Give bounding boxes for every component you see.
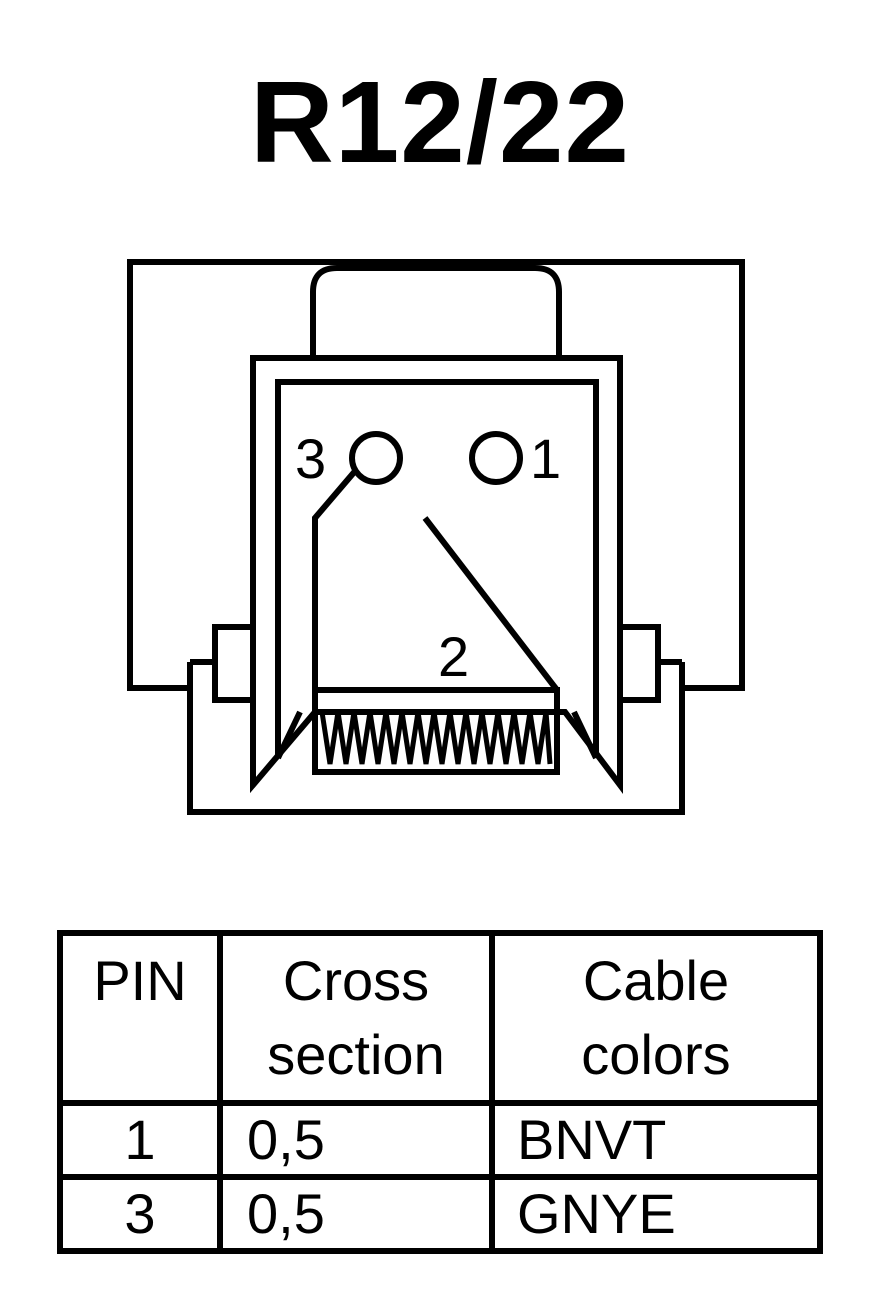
cell-pin: 1: [57, 1100, 223, 1180]
header-cross-section: Cross section: [217, 930, 495, 1106]
top-latch: [310, 265, 562, 358]
left-side-tab: [212, 624, 256, 703]
pin3-contact-icon: [349, 431, 403, 485]
cell-cable-color: BNVT: [489, 1100, 823, 1180]
pin1-contact-icon: [469, 431, 523, 485]
right-side-tab: [617, 624, 661, 703]
cell-cross-section: 0,5: [217, 1100, 495, 1180]
pin3-wire: [312, 468, 359, 690]
cell-cross-section: 0,5: [217, 1174, 495, 1254]
connector-diagram: 3 1 2: [127, 259, 745, 815]
header-pin: PIN: [57, 930, 223, 1106]
cell-cable-color: GNYE: [489, 1174, 823, 1254]
inner-frame-inner: [275, 379, 599, 758]
pin2-label: 2: [438, 625, 469, 688]
pin1-label: 1: [530, 427, 561, 490]
spring-coil-icon: [319, 711, 553, 765]
table-row: 3 0,5 GNYE: [57, 1174, 823, 1254]
base-frame: [187, 662, 685, 815]
table-header-row: PIN Cross section Cable colors: [57, 930, 823, 1106]
inner-frame-outer: [250, 355, 623, 794]
table-row: 1 0,5 BNVT: [57, 1100, 823, 1180]
diagram-title: R12/22: [249, 57, 631, 187]
header-cable-colors: Cable colors: [489, 930, 823, 1106]
pin-table: PIN Cross section Cable colors 1 0,5 BNV…: [57, 930, 823, 1254]
pin2-wire: [422, 516, 560, 692]
outer-housing: [127, 259, 745, 691]
cell-pin: 3: [57, 1174, 223, 1254]
pin3-label: 3: [295, 427, 326, 490]
